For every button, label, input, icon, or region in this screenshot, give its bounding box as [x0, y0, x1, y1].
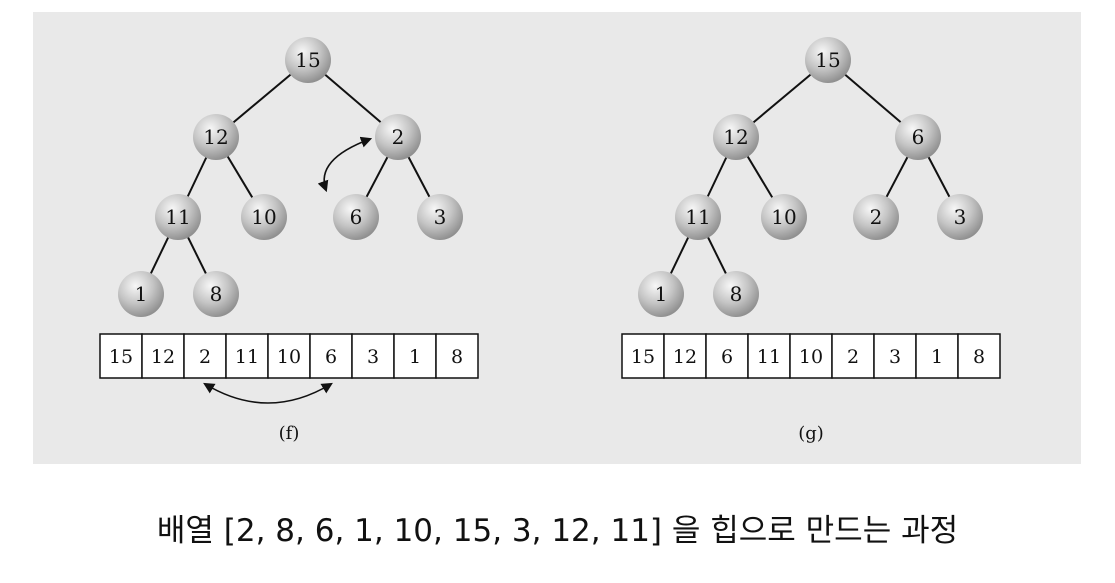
tree-node — [375, 114, 421, 160]
array-cell — [747, 333, 791, 379]
tree-node-value: 15 — [295, 48, 320, 72]
tree-node — [675, 194, 721, 240]
array-cell-value: 1 — [409, 346, 421, 368]
array-cell-value: 12 — [673, 346, 697, 368]
tree-node-value: 1 — [135, 282, 148, 306]
array-cell-value: 1 — [931, 346, 943, 368]
tree-node — [417, 194, 463, 240]
figure-caption: 배열 [2, 8, 6, 1, 10, 15, 3, 12, 11] 을 힙으로… — [156, 513, 959, 549]
subfigure-label: (f) — [279, 423, 300, 444]
tree-node-value: 3 — [954, 205, 967, 229]
tree-node-value: 1 — [655, 282, 668, 306]
array-cell — [789, 333, 833, 379]
tree-node-value: 10 — [251, 205, 276, 229]
tree-node — [937, 194, 983, 240]
tree-node — [193, 114, 239, 160]
array-cell-value: 15 — [109, 346, 133, 368]
tree-node — [761, 194, 807, 240]
array-cell-value: 3 — [367, 346, 379, 368]
tree-node — [895, 114, 941, 160]
array-cell — [873, 333, 917, 379]
tree-node-value: 2 — [870, 205, 883, 229]
tree-node-value: 6 — [350, 205, 363, 229]
array-cell — [435, 333, 479, 379]
array-cell-value: 8 — [973, 346, 985, 368]
array-cell-value: 12 — [151, 346, 175, 368]
array-cell-value: 11 — [235, 346, 259, 368]
tree-node — [638, 271, 684, 317]
tree-node-value: 6 — [912, 125, 925, 149]
tree-node-value: 12 — [723, 125, 748, 149]
tree-node — [713, 114, 759, 160]
tree-node-value: 8 — [210, 282, 223, 306]
tree-node — [805, 37, 851, 83]
tree-node — [285, 37, 331, 83]
tree-node-value: 15 — [815, 48, 840, 72]
array-cell-value: 6 — [325, 346, 337, 368]
tree-node — [118, 271, 164, 317]
array-cell — [957, 333, 1001, 379]
tree-node-value: 8 — [730, 282, 743, 306]
array-cell-value: 2 — [847, 346, 859, 368]
array-cell — [99, 333, 143, 379]
tree-node-value: 11 — [685, 205, 710, 229]
array-cell — [393, 333, 437, 379]
array-cell-value: 6 — [721, 346, 733, 368]
tree-node — [333, 194, 379, 240]
array-cell-value: 3 — [889, 346, 901, 368]
array-cell — [141, 333, 185, 379]
tree-node-value: 12 — [203, 125, 228, 149]
tree-node-value: 11 — [165, 205, 190, 229]
array-cell-value: 11 — [757, 346, 781, 368]
array-cell — [663, 333, 707, 379]
array-cell — [225, 333, 269, 379]
tree-node — [713, 271, 759, 317]
tree-node-value: 3 — [434, 205, 447, 229]
array-cell-value: 8 — [451, 346, 463, 368]
array-cell — [309, 333, 353, 379]
array-cell — [351, 333, 395, 379]
array-swap-arrow — [203, 382, 333, 404]
tree-node-value: 10 — [771, 205, 796, 229]
tree-node — [853, 194, 899, 240]
node-swap-arrow — [317, 136, 373, 193]
array-cell-value: 15 — [631, 346, 655, 368]
array-cell-value: 2 — [199, 346, 211, 368]
array-cell — [915, 333, 959, 379]
array-cell — [621, 333, 665, 379]
array-cell — [267, 333, 311, 379]
array-cell-value: 10 — [277, 346, 301, 368]
subfigure-label: (g) — [798, 423, 824, 444]
array-cell — [705, 333, 749, 379]
tree-node — [155, 194, 201, 240]
tree-node — [241, 194, 287, 240]
array-cell — [183, 333, 227, 379]
array-cell-value: 10 — [799, 346, 823, 368]
tree-node — [193, 271, 239, 317]
tree-node-value: 2 — [392, 125, 405, 149]
array-cell — [831, 333, 875, 379]
